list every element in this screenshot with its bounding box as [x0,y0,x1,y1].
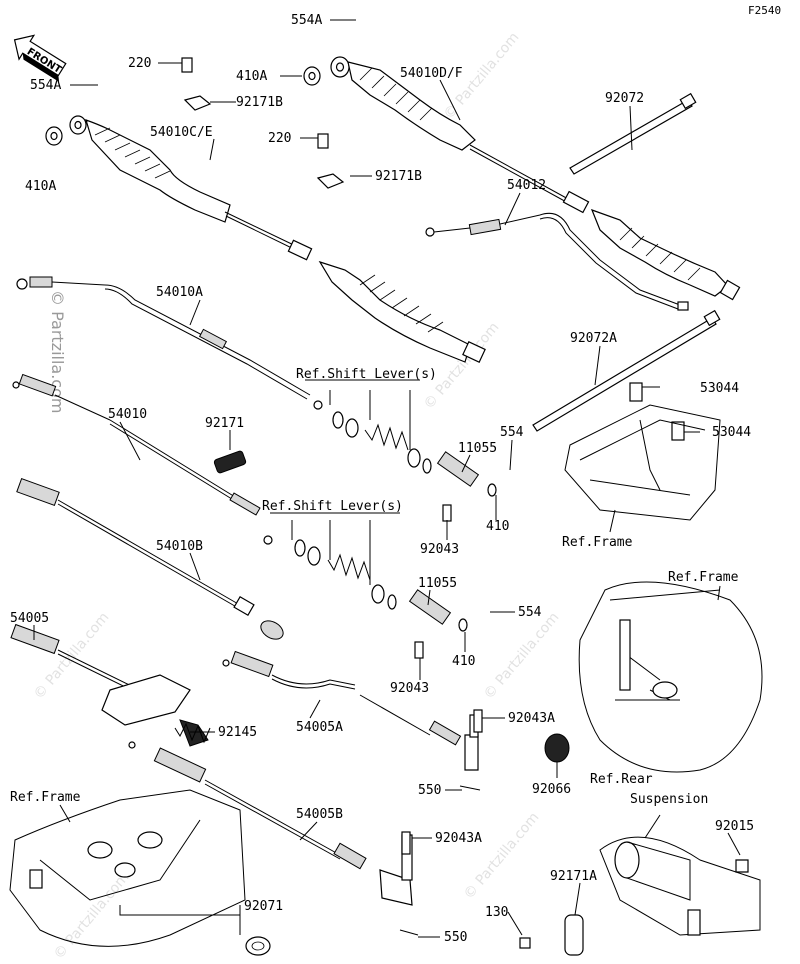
label-554: 554 [500,425,524,440]
label-54005: 54005 [10,611,49,626]
cotter-550-b [399,929,419,936]
label-ref-frame-c: Ref.Frame [10,790,81,805]
cable-54010ce [69,115,486,363]
label-554a-left: 554A [30,78,61,93]
clip-92171 [213,450,247,474]
label-554a-top: 554A [291,13,322,28]
label-ref-frame-b: Ref.Frame [668,570,739,585]
label-220-b: 220 [268,131,291,146]
clamp-92171b-b [316,173,345,189]
cable-54010a [16,276,323,410]
frame-detail-b [578,581,763,773]
label-ref-shift-lever-b: Ref.Shift Lever(s) [262,499,403,514]
label-ref-rear-2: Suspension [630,792,708,807]
label-92072a: 92072A [570,331,617,346]
cable-54005b [128,741,413,906]
label-92072: 92072 [605,91,644,106]
frame-detail-a [564,404,721,521]
label-92171b-a: 92171B [236,95,283,110]
watermarks: © Partzilla.com © Partzilla.com © Partzi… [31,30,563,963]
pin-92043a-b [401,831,411,855]
label-54010: 54010 [108,407,147,422]
label-54010ce: 54010C/E [150,125,213,140]
label-92043a-b: 92043A [435,831,482,846]
grommet-92066 [544,733,570,763]
label-92043-a: 92043 [420,542,459,557]
label-92066: 92066 [532,782,571,797]
clamp-92171b-a [183,95,212,111]
label-554-b: 554 [518,605,542,620]
label-54005a: 54005A [296,720,343,735]
pin-92043a-a [473,709,483,733]
label-53044-a: 53044 [700,381,739,396]
label-54010b: 54010B [156,539,203,554]
cable-tie-92072a [532,309,721,432]
shift-lever-parts-b [294,539,468,659]
label-550-a: 550 [418,783,441,798]
leader-lines [33,19,741,938]
label-54012: 54012 [507,178,546,193]
label-11055-b: 11055 [418,576,457,591]
label-92171a: 92171A [550,869,597,884]
bolt-220-a [181,57,193,73]
label-ref-rear-1: Ref.Rear [590,772,653,787]
frame-detail-c [9,789,246,947]
rear-suspension-detail [519,836,761,956]
label-92043a-a: 92043A [508,711,555,726]
block-53044-b [671,421,685,441]
label-92145: 92145 [218,725,257,740]
label-54010df: 54010D/F [400,66,463,81]
label-ref-shift-lever-a: Ref.Shift Lever(s) [296,367,437,382]
label-54005b: 54005B [296,807,343,822]
cable-54005 [10,623,209,747]
cable-54010df [330,56,741,301]
part-labels: 554A 554A 220 410A 92171B 54010D/F 54010… [10,13,754,945]
label-53044-b: 53044 [712,425,751,440]
spring-92145 [174,722,211,744]
label-410-b: 410 [452,654,475,669]
label-92043-b: 92043 [390,681,429,696]
label-550-b: 550 [444,930,467,945]
label-410a-a: 410A [236,69,267,84]
label-92071: 92071 [244,899,283,914]
front-arrow: FRONT [13,34,67,82]
figure-code: F2540 [748,4,781,17]
shift-lever-parts-a [332,411,497,522]
label-ref-frame-a: Ref.Frame [562,535,633,550]
watermark-side: © Partzilla.com [48,290,67,413]
label-92171b-b: 92171B [375,169,422,184]
bolt-220-b [317,133,329,149]
label-220-a: 220 [128,56,151,71]
watermark-6: © Partzilla.com [51,870,133,963]
watermark-3: © Partzilla.com [481,610,563,703]
cable-54010 [12,373,273,545]
grommet-92071 [245,936,271,956]
cable-54010b [16,477,284,640]
label-410-a: 410 [486,519,509,534]
label-92015: 92015 [715,819,754,834]
block-53044-a [629,382,643,402]
watermark-4: © Partzilla.com [461,810,543,903]
cable-54005a [222,650,479,771]
label-130: 130 [485,905,508,920]
cotter-550-a [459,785,481,791]
label-54010a: 54010A [156,285,203,300]
label-92171: 92171 [205,416,244,431]
label-410a-b: 410A [25,179,56,194]
label-11055-a: 11055 [458,441,497,456]
